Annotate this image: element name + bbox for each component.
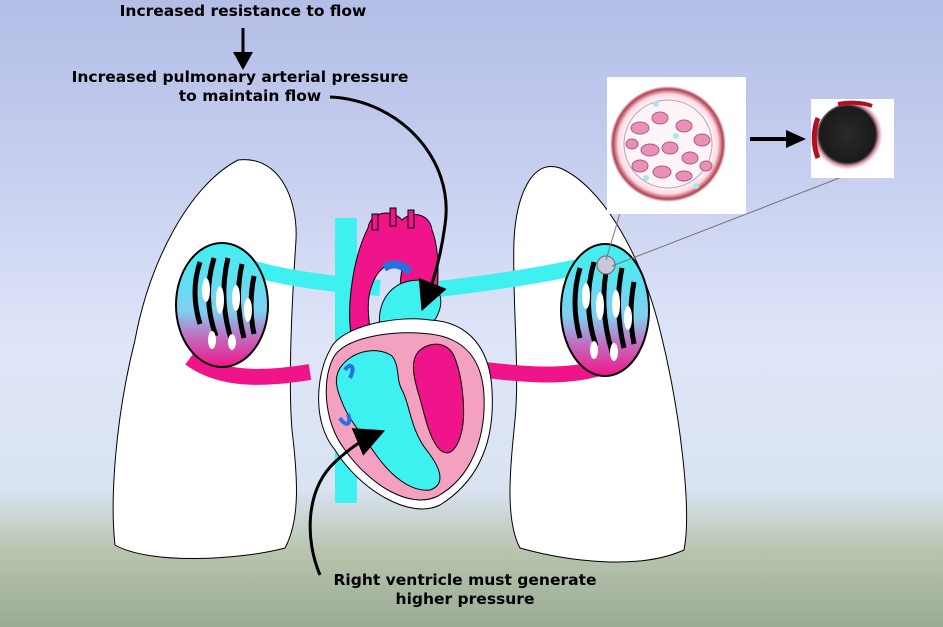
label-pulmonary-pressure-line1: Increased pulmonary arterial pressure	[71, 68, 409, 86]
right-ventricle	[335, 350, 441, 491]
right-capillary-bed	[560, 243, 650, 377]
label-right-ventricle-line2: higher pressure	[395, 590, 535, 608]
left-pulmonary-vein	[185, 351, 312, 385]
label-pulmonary-pressure-line2: to maintain flow	[178, 87, 322, 105]
left-ventricle	[412, 343, 465, 454]
curved-arrow-icon	[329, 95, 448, 312]
arrow-down-icon	[233, 28, 253, 70]
curved-arrow-icon	[308, 428, 386, 576]
left-capillary-bed	[175, 242, 269, 368]
label-right-ventricle-line1: Right ventricle must generate	[333, 571, 597, 589]
right-arrow-icon	[750, 130, 806, 148]
vessel-cross-section-occluded	[811, 99, 894, 178]
vessel-cross-section-normal	[607, 77, 746, 214]
label-increased-resistance: Increased resistance to flow	[119, 2, 367, 20]
